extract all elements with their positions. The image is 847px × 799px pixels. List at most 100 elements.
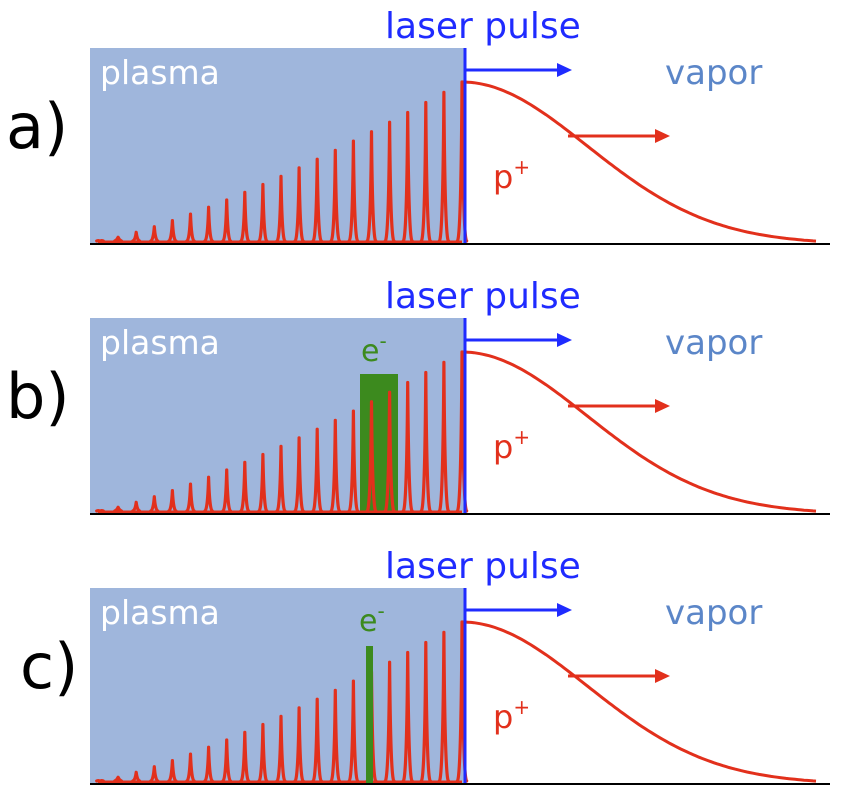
wakefield-peak [329, 148, 342, 243]
electron-label-base: e [361, 334, 379, 369]
panel-a: a) plasma laser pulse vapor p+ [6, 6, 830, 245]
laser-pulse-label: laser pulse [385, 276, 581, 317]
wakefield-peak [437, 360, 451, 513]
panel-letter: a) [6, 90, 68, 163]
wakefield-peak [167, 759, 178, 783]
wakefield-peak [149, 495, 160, 513]
laser-arrow [466, 333, 572, 347]
wakefield-peak [311, 427, 323, 513]
wakefield-peak [383, 120, 396, 243]
plasma-label: plasma [100, 593, 220, 632]
wakefield-peak [221, 468, 233, 513]
wakefield-peaks [95, 80, 469, 244]
proton-label-base: p [493, 698, 513, 736]
plasma-region [90, 48, 465, 244]
arrow-head [557, 603, 572, 617]
wakefield-peak [329, 418, 342, 513]
wakefield-peak [131, 500, 142, 513]
wakefield-peak [149, 225, 160, 243]
wakefield-peak [185, 482, 196, 513]
proton-bunch-profile [462, 620, 817, 783]
wakefield-peak [419, 100, 432, 243]
vapor-label: vapor [665, 323, 762, 363]
wakefield-peak [437, 90, 451, 243]
wakefield-peak [239, 190, 251, 243]
proton-label-sup: + [513, 155, 530, 179]
wakefield-peak [437, 630, 451, 783]
wakefield-peak [149, 765, 160, 783]
proton-bunch-profile [462, 80, 817, 243]
wakefield-peak [239, 730, 251, 783]
proton-label-sup: + [513, 695, 530, 719]
wakefield-peak [131, 230, 142, 243]
wakefield-peak [185, 752, 196, 783]
vapor-label: vapor [665, 53, 762, 93]
proton-label-base: p [493, 428, 513, 466]
wakefield-peak [257, 722, 269, 783]
wakefield-peak [311, 157, 323, 243]
wakefield-peak [275, 444, 287, 513]
wakefield-peak [347, 139, 360, 243]
wakefield-peak [203, 475, 214, 513]
wakefield-peak [293, 706, 305, 783]
electron-bunch [366, 646, 373, 784]
wakefield-peak [221, 198, 233, 243]
wakefield-peak [401, 380, 414, 513]
wakefield-peak [383, 390, 396, 513]
wakefield-peak [401, 110, 414, 243]
laser-pulse-label: laser pulse [385, 546, 581, 587]
wakefield-peak [221, 738, 233, 783]
wakefield-peak [401, 650, 414, 783]
plasma-region [90, 588, 465, 784]
wakefield-peak [275, 714, 287, 783]
proton-label: p+ [493, 155, 530, 196]
wakefield-peaks [95, 350, 469, 514]
electron-label-base: e [359, 604, 377, 639]
wakefield-peak [311, 697, 323, 783]
wakefield-peak [203, 745, 214, 783]
wakefield-peak [113, 235, 124, 243]
proton-label-sup: + [513, 425, 530, 449]
wakefield-peak [257, 452, 269, 513]
proton-arrow [568, 129, 670, 143]
wakefield-peak [185, 212, 196, 243]
proton-arrow [568, 399, 670, 413]
electron-bunch-group [366, 646, 373, 784]
wakefield-peak [113, 775, 124, 783]
arrow-head [655, 669, 670, 683]
plasma-region [90, 318, 465, 514]
wakefield-peak [113, 505, 124, 513]
laser-arrow [466, 63, 572, 77]
plasma-label: plasma [100, 53, 220, 92]
wakefield-peak [329, 688, 342, 783]
wakefield-peak [257, 182, 269, 243]
wakefield-peak [347, 409, 360, 513]
wakefield-peak [419, 370, 432, 513]
wakefield-peak [365, 130, 378, 243]
proton-label-base: p [493, 158, 513, 196]
electron-label: e- [359, 599, 385, 639]
electron-label-sup: - [377, 599, 384, 623]
wakefield-peak [167, 489, 178, 513]
wakefield-peak [293, 166, 305, 243]
wakefield-peak [293, 436, 305, 513]
wakefield-peak [275, 174, 287, 243]
laser-pulse-label: laser pulse [385, 6, 581, 47]
wakefield-peak [383, 660, 396, 783]
arrow-head [655, 399, 670, 413]
proton-bunch-profile [462, 350, 817, 513]
wakefield-peak [167, 219, 178, 243]
panel-letter: b) [6, 360, 70, 433]
wakefield-peak [419, 640, 432, 783]
proton-arrow [568, 669, 670, 683]
arrow-head [557, 63, 572, 77]
electron-label-sup: - [379, 329, 386, 353]
wakefield-peak [203, 205, 214, 243]
laser-arrow [466, 603, 572, 617]
plasma-label: plasma [100, 323, 220, 362]
electron-label: e- [361, 329, 387, 369]
wakefield-peak [131, 770, 142, 783]
vapor-label: vapor [665, 593, 762, 633]
panel-c: c) plasma laser pulse vapor p+ e- [20, 546, 830, 785]
